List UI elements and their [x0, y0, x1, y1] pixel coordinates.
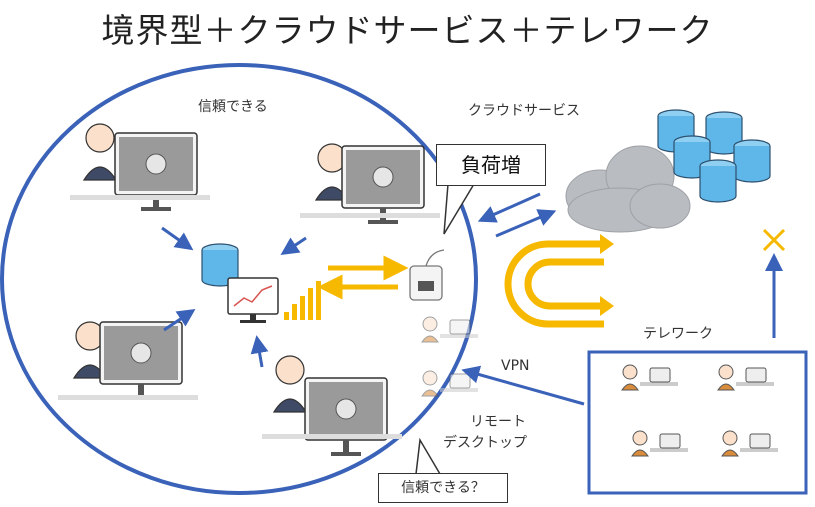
cloud-service-label: クラウドサービス: [468, 103, 580, 119]
cloud-icon: [565, 145, 691, 233]
vpn-arrow: [461, 365, 585, 406]
remote-label-line1: リモート: [470, 414, 526, 430]
router-traffic-arrows: [317, 255, 409, 300]
trusted-question-callout: 信頼できる？: [378, 473, 508, 503]
load-callout-tail: [443, 183, 475, 235]
office-worker-bottom-center: [262, 355, 402, 457]
office-worker-top-right: [300, 143, 440, 225]
question-callout-tail: [415, 437, 441, 475]
remote-label-line2: デスクトップ: [443, 435, 527, 451]
x-mark-icon: [762, 228, 786, 252]
office-worker-top-left: [70, 123, 210, 212]
telework-label: テレワーク: [643, 326, 713, 342]
perimeter-boundary: [0, 63, 478, 495]
vpn-label: VPN: [501, 358, 530, 374]
router-icon: [409, 249, 445, 301]
cloud-traffic-arrowheads: [600, 234, 614, 316]
chart-monitor-icon: [227, 277, 321, 323]
remote-desktop-users: [421, 316, 479, 397]
load-increase-callout: 負荷増: [436, 144, 546, 186]
page-title: 境界型＋クラウドサービス＋テレワーク: [101, 11, 714, 50]
internal-arrows: [161, 226, 307, 368]
office-worker-bottom-left: [58, 321, 198, 401]
cloud-arrows: [477, 192, 557, 238]
telework-box: [587, 350, 808, 495]
trusted-label: 信頼できる: [198, 99, 268, 115]
cloud-traffic-arrows: [504, 240, 604, 328]
